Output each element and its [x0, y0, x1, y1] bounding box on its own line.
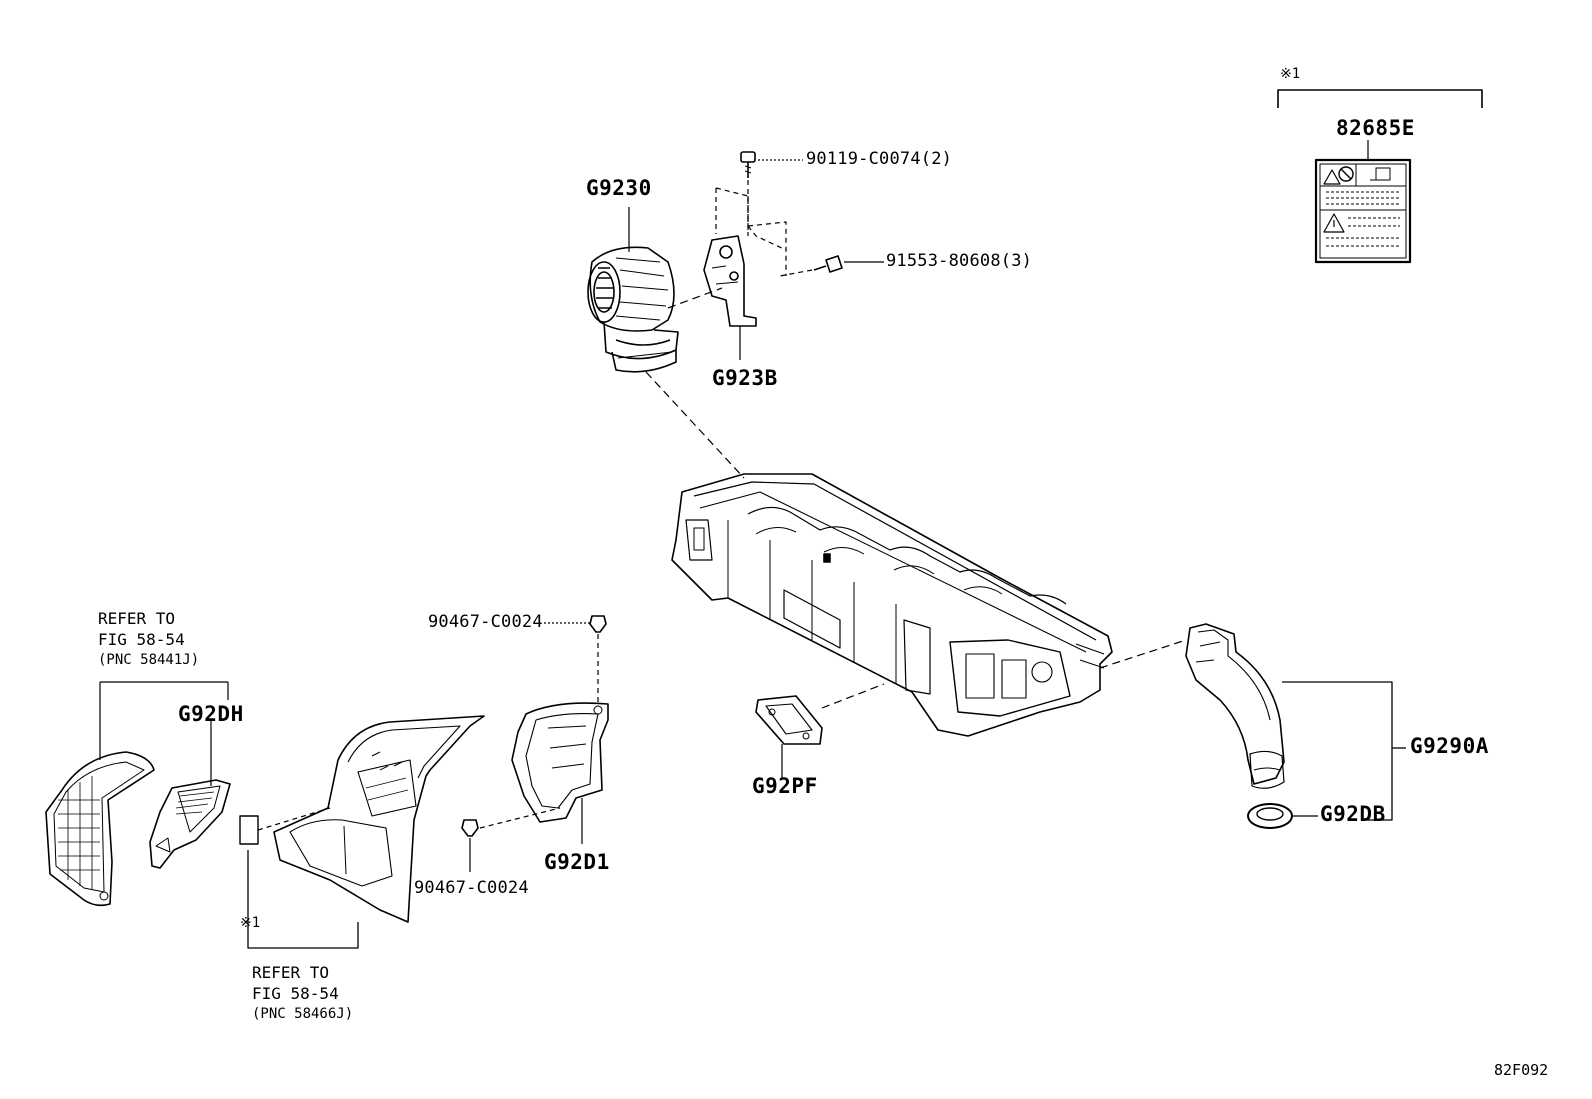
air-duct-g9290a — [1185, 623, 1406, 821]
heat-shield-g92d1 — [511, 702, 609, 844]
note-mark-left: ※1 — [240, 915, 261, 931]
reference-note-58466j: REFER TO FIG 58-54 (PNC 58466J) — [252, 962, 353, 1025]
reference-line-3: (PNC 58441J) — [98, 652, 200, 668]
part-label-g92d1[interactable]: G92D1 — [544, 850, 610, 874]
part-label-g923b[interactable]: G923B — [712, 366, 778, 390]
clip-90467-top — [544, 615, 607, 704]
battery-pack-case — [671, 473, 1113, 737]
gasket-g92db — [1247, 803, 1318, 829]
reference-note-58441j: REFER TO FIG 58-54 (PNC 58441J) — [98, 608, 199, 671]
part-label-91553-80608[interactable]: 91553-80608(3) — [886, 251, 1033, 271]
bracket-g923b — [703, 187, 787, 360]
reference-line-2: FIG 58-54 — [98, 630, 185, 649]
grille-cover-left — [45, 751, 155, 907]
part-label-82685e[interactable]: 82685E — [1336, 116, 1415, 140]
side-trim-panel — [273, 715, 485, 923]
part-label-90119-c0074[interactable]: 90119-C0074(2) — [806, 149, 953, 169]
clip-90467-bottom — [461, 807, 561, 872]
part-label-g92db[interactable]: G92DB — [1320, 802, 1386, 826]
bolt-91553 — [779, 255, 884, 277]
part-label-90467-c0024-top[interactable]: 90467-C0024 — [428, 612, 543, 632]
reference-bracket-left-bottom — [247, 850, 359, 949]
warning-label-82685e — [1277, 89, 1483, 264]
blower-fan-assembly — [587, 207, 679, 373]
part-label-g92pf[interactable]: G92PF — [752, 774, 818, 798]
reference-line-3: (PNC 58466J) — [252, 1006, 354, 1022]
reference-line-1: REFER TO — [252, 963, 330, 982]
intake-grille-g92dh — [149, 779, 231, 869]
figure-code: 82F092 — [1494, 1061, 1549, 1079]
reference-bracket-left-top — [99, 681, 229, 786]
note-mark-top: ※1 — [1280, 66, 1301, 82]
part-label-g9230[interactable]: G9230 — [586, 176, 652, 200]
reference-line-2: FIG 58-54 — [252, 984, 339, 1003]
part-label-g9290a[interactable]: G9290A — [1410, 734, 1489, 758]
part-label-g92dh[interactable]: G92DH — [178, 702, 244, 726]
part-label-90467-c0024-bottom[interactable]: 90467-C0024 — [414, 878, 529, 898]
small-label-sticker — [239, 807, 331, 845]
bracket-g92pf — [755, 683, 885, 778]
reference-line-1: REFER TO — [98, 609, 176, 628]
bolt-90119 — [740, 151, 803, 230]
